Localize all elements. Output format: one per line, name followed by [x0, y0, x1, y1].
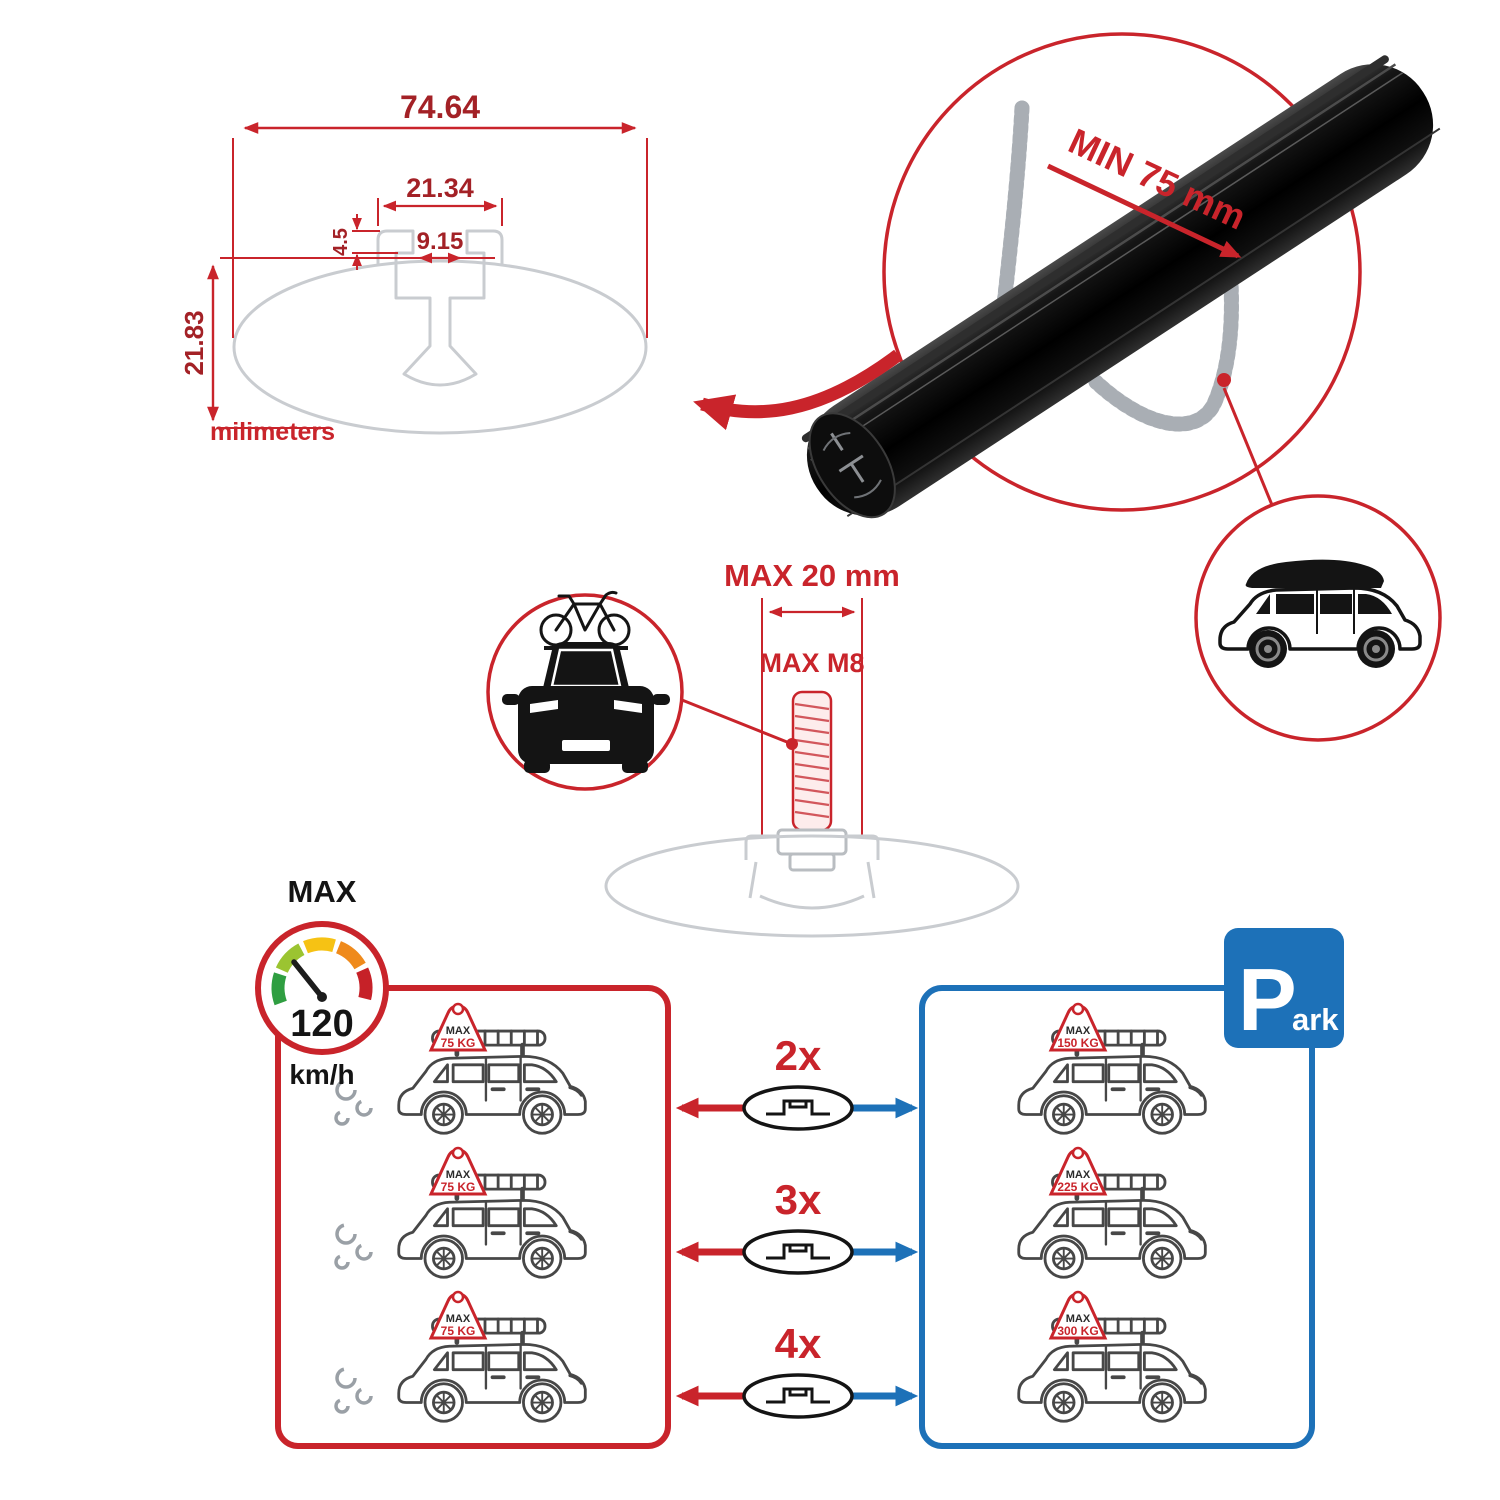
- dim-lip-depth-value: 4.5: [330, 228, 352, 256]
- t-slot-profile-outline: [376, 229, 504, 387]
- flag-weight-label: 150 KG: [1057, 1036, 1098, 1050]
- units-label: milimeters: [210, 418, 335, 446]
- bolt-threads: [794, 702, 830, 819]
- crossbar-zoom-detail: MIN 75 mm: [693, 32, 1441, 519]
- park-sign-suffix: ark: [1292, 1002, 1339, 1037]
- clamp-rod-icon: [996, 100, 1239, 432]
- bolt-head: [776, 828, 848, 856]
- flag-max-label: MAX: [446, 1313, 471, 1325]
- dimension-slot-outer: [377, 198, 503, 226]
- clamp-point-dot: [1217, 373, 1231, 387]
- faded-profile-ellipse: [604, 834, 1020, 938]
- gauge-needle-hub: [317, 992, 327, 1002]
- bolt-leader-line: [681, 698, 793, 746]
- load-flag: MAX 150 KG: [1048, 1002, 1108, 1052]
- bolt-shaft: [791, 690, 833, 832]
- bolt-leader-dot: [786, 738, 798, 750]
- faded-profile-slot: [744, 834, 880, 910]
- quantity-label: 3x: [775, 1176, 822, 1223]
- bolt-max-thread-label: MAX M8: [759, 648, 864, 678]
- bolt-max-width-label: MAX 20 mm: [724, 558, 900, 593]
- load-flag: MAX 225 KG: [1048, 1146, 1108, 1196]
- dim-slot-inner-value: 9.15: [417, 228, 464, 255]
- flag-weight-label: 225 KG: [1057, 1180, 1098, 1194]
- dimension-lip-depth: [352, 214, 398, 270]
- flag-max-label: MAX: [1066, 1313, 1091, 1325]
- parked-car-2: MAX 225 KG: [1019, 1146, 1206, 1277]
- profile-ellipse-outline: [232, 259, 648, 435]
- load-flag: MAX 75 KG: [428, 1146, 488, 1196]
- speed-limit-gauge: MAX 120 km/h: [255, 874, 389, 1090]
- speed-max-label: MAX: [288, 874, 357, 909]
- flag-weight-label: 75 KG: [441, 1324, 476, 1338]
- speed-value: 120: [290, 1003, 353, 1045]
- exhaust-smoke-icon: [334, 1223, 373, 1270]
- flag-max-label: MAX: [1066, 1169, 1091, 1181]
- dim-total-width-value: 74.64: [400, 89, 480, 125]
- bolt-spec-diagram: MAX 20 mm MAX M8: [486, 558, 1020, 938]
- dimension-total-width: [232, 122, 648, 338]
- parked-car-1: MAX 150 KG: [1019, 1002, 1206, 1133]
- headlight-right: [614, 700, 642, 713]
- driving-car-3: MAX 75 KG: [334, 1290, 585, 1421]
- flag-max-label: MAX: [446, 1025, 471, 1037]
- parked-car-3: MAX 300 KG: [1019, 1290, 1206, 1421]
- park-sign-letter: P: [1238, 950, 1297, 1049]
- profile-dimension-diagram: 74.64 21.34 9.15 4.5 21.83 milimeters: [179, 89, 648, 446]
- load-flag: MAX 75 KG: [428, 1002, 488, 1052]
- load-flag: MAX 75 KG: [428, 1290, 488, 1340]
- dimension-total-height: [207, 257, 495, 429]
- load-flag: MAX 300 KG: [1048, 1290, 1108, 1340]
- exhaust-smoke-icon: [334, 1079, 373, 1126]
- suv-roofbox-icon: [1218, 559, 1422, 668]
- bolt-head-flange: [788, 852, 836, 872]
- flag-max-label: MAX: [446, 1169, 471, 1181]
- quantity-row-2x: 2x: [675, 1032, 919, 1131]
- flag-max-label: MAX: [1066, 1025, 1091, 1037]
- gauge-needle: [291, 959, 325, 1000]
- connector-to-suv: [1222, 387, 1274, 506]
- headlight-left: [530, 700, 558, 713]
- quantity-row-4x: 4x: [675, 1320, 919, 1419]
- speed-unit: km/h: [289, 1059, 354, 1090]
- driving-car-2: MAX 75 KG: [334, 1146, 585, 1277]
- dim-slot-outer-value: 21.34: [406, 173, 474, 203]
- min-span-arrow: [1046, 163, 1242, 259]
- quantity-label: 2x: [775, 1032, 822, 1079]
- quantity-label: 4x: [775, 1320, 822, 1367]
- gauge-arc-segments: [271, 937, 373, 1006]
- driving-car-1: MAX 75 KG: [334, 1002, 585, 1133]
- crossbar-render: [801, 55, 1441, 519]
- suv-roofbox-detail: [1194, 494, 1442, 742]
- park-sign: P ark: [1224, 928, 1344, 1049]
- zoom-pointer-arrow: [693, 349, 902, 431]
- quantity-row-3x: 3x: [675, 1176, 919, 1275]
- flag-weight-label: 300 KG: [1057, 1324, 1098, 1338]
- flag-weight-label: 75 KG: [441, 1180, 476, 1194]
- license-plate: [562, 740, 610, 751]
- dim-total-height-value: 21.83: [179, 310, 209, 375]
- flag-weight-label: 75 KG: [441, 1036, 476, 1050]
- exhaust-smoke-icon: [334, 1367, 373, 1414]
- car-front-icon: [502, 642, 670, 773]
